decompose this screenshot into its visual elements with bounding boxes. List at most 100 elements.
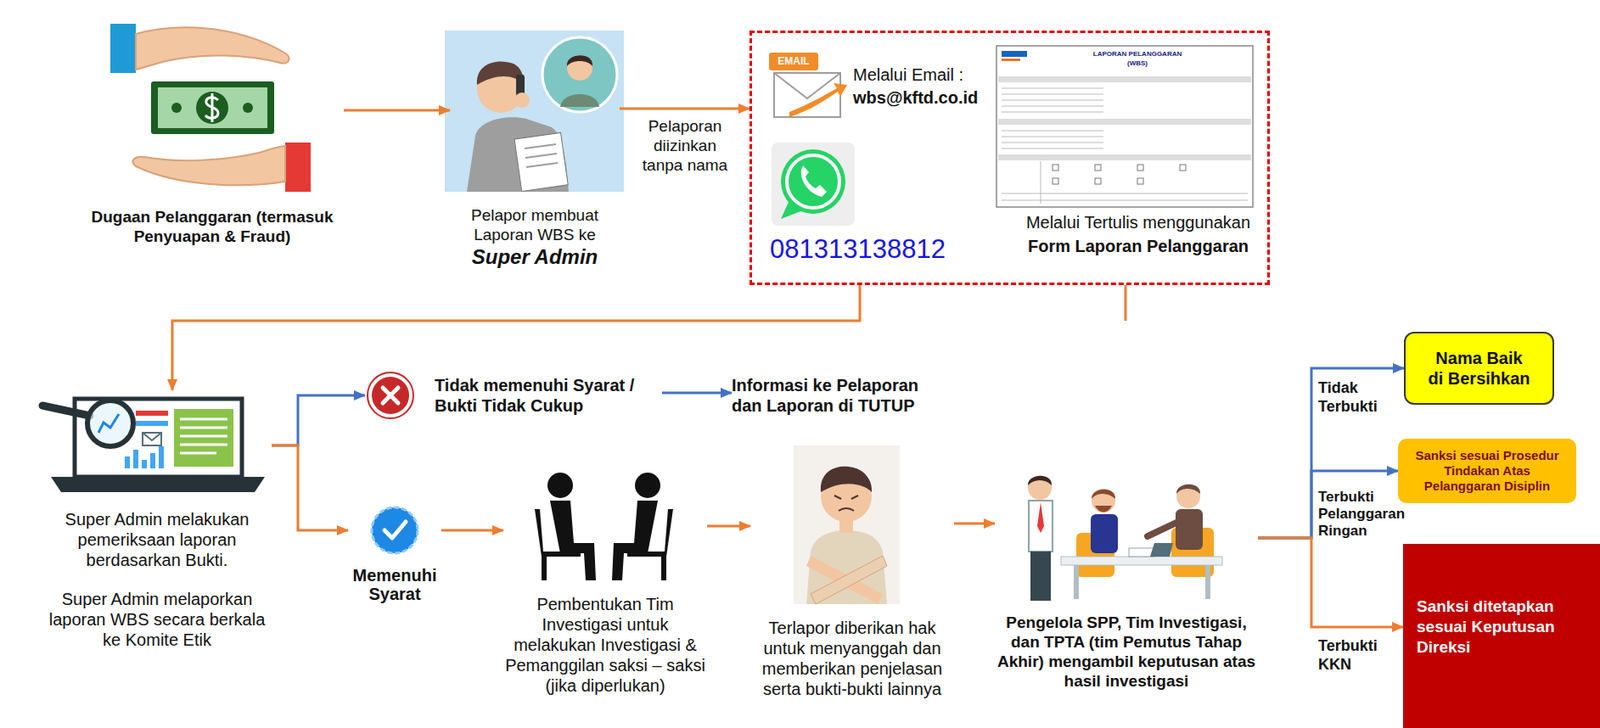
money-hands-icon: [110, 23, 311, 192]
node-text: Super Admin melakukan pemeriksaan lapora…: [42, 509, 272, 571]
connector-arrow: [271, 445, 349, 531]
edge-label: Pelaporan diizinkan tanpa nama: [638, 116, 732, 175]
note-label: EMAIL: [774, 54, 814, 68]
report-form-icon-part: [996, 45, 1253, 208]
report-form-icon-part: [998, 118, 1252, 125]
report-form-icon-part: [998, 76, 1252, 83]
email-icon-part: [769, 52, 819, 71]
reporter-icon-part: [444, 30, 624, 192]
money-hands-icon-part: [196, 91, 229, 124]
investigation-team-icon-part-part: [534, 509, 581, 581]
whatsapp-icon-part: [801, 165, 827, 197]
decision-meeting-icon-part: [1037, 502, 1045, 534]
decision-meeting-icon-part: [1176, 484, 1201, 509]
whatsapp-icon: [771, 142, 855, 226]
step-node: Terlapor diberikan hak untuk menyanggah …: [750, 441, 955, 700]
money-hands-icon-part: [110, 23, 136, 73]
reporter-icon-part: [514, 132, 568, 191]
laptop-magnifier-icon-part: [179, 419, 228, 454]
money-hands-icon-part: [157, 87, 268, 129]
laptop-magnifier-icon-part: [135, 421, 169, 427]
money-hands-icon-part: [205, 93, 219, 123]
node-text: Pelapor membuat Laporan WBS ke: [449, 205, 620, 245]
reject-icon-part: [382, 387, 399, 404]
report-form-icon-part: [1052, 164, 1059, 171]
edge-label: Tidak Terbukti: [1318, 378, 1397, 416]
accept-icon-part: [384, 522, 406, 539]
outcome-box: Sanksi ditetapkan sesuai Keputusan Direk…: [1403, 544, 1600, 728]
laptop-magnifier-icon-part: [174, 409, 234, 467]
decision-meeting-icon-part: [1073, 565, 1079, 600]
step-node: Pelapor membuat Laporan WBS keSuper Admi…: [449, 25, 620, 270]
node-text: Sanksi sesuai Prosedur Tindakan Atas Pel…: [1406, 448, 1568, 495]
decision-meeting-icon-part: [1094, 505, 1112, 513]
reject-icon-part: [371, 376, 410, 415]
report-form-icon-part: [1001, 88, 1104, 113]
connector-arrow: [954, 522, 995, 526]
step-node: Pengelola SPP, Tim Investigasi, dan TPTA…: [994, 466, 1258, 691]
channel-box: Melalui Email :wbs@kftd.co.id08131313881…: [749, 30, 1270, 286]
step-node: Pembentukan Tim Investigasi untuk melaku…: [503, 466, 708, 697]
investigation-team-icon-part-part: [611, 500, 658, 581]
money-hands-icon-part: [151, 81, 275, 135]
note-label: (WBS): [1071, 59, 1204, 68]
money-hands-icon-part: [132, 145, 286, 186]
report-form-icon-part: [1052, 178, 1059, 185]
reject-icon-part: [367, 372, 414, 419]
report-form-icon-part: [1094, 164, 1101, 171]
reject-icon: [367, 372, 414, 419]
edge-label: Terbukti KKN: [1318, 636, 1397, 674]
decision-meeting-icon-part: [1205, 565, 1211, 600]
laptop-magnifier-icon-part: [50, 477, 265, 493]
step-node: Dugaan Pelanggaran (termasuk Penyuapan &…: [80, 16, 344, 247]
report-form-icon-part: [1137, 164, 1144, 171]
decision-meeting-icon-part: [1061, 556, 1223, 566]
whatsapp-icon-part: [771, 142, 855, 226]
connector-arrow: [172, 285, 1126, 391]
laptop-magnifier-icon: [42, 398, 265, 493]
node-text: Super Admin melaporkan laporan WBS secar…: [42, 589, 272, 651]
decision-meeting-icon-part: [1028, 500, 1053, 552]
connector-arrow: [662, 392, 732, 395]
investigation-team-icon-part-part: [550, 500, 596, 581]
reporter-icon-part: [567, 55, 593, 81]
investigation-team-icon-part-part: [627, 509, 674, 581]
node-text: Terlapor diberikan hak untuk menyanggah …: [750, 617, 955, 700]
step-node: Super Admin melakukan pemeriksaan lapora…: [42, 390, 272, 651]
node-text: wbs@kftd.co.id: [853, 87, 978, 108]
outcome-box: Sanksi sesuai Prosedur Tindakan Atas Pel…: [1397, 438, 1577, 504]
email-icon-part: [789, 83, 848, 118]
investigation-team-icon-part-part: [547, 472, 573, 499]
laptop-magnifier-icon-part: [98, 414, 119, 433]
whatsapp-icon-part: [780, 149, 846, 214]
outcome-box: Nama Baik di Bersihkan: [1403, 331, 1555, 405]
laptop-magnifier-icon-part: [135, 410, 169, 416]
node-text: Form Laporan Pelanggaran: [1010, 235, 1266, 257]
connector-arrow: [1257, 538, 1404, 628]
step-node: Informasi ke Pelaporan dan Laporan di TU…: [731, 371, 944, 420]
accused-person-icon: [793, 445, 900, 605]
money-hands-icon-part: [135, 27, 289, 70]
decision-meeting-icon-part: [1091, 489, 1116, 500]
accept-icon-part: [371, 507, 418, 554]
money-hands-icon-part: [285, 142, 311, 192]
report-form-icon-part: [1001, 161, 1248, 204]
note-label: LAPORAN PELANGGARAN: [1071, 50, 1204, 59]
step-node: Tidak memenuhi Syarat / Bukti Tidak Cuku…: [364, 370, 663, 422]
laptop-magnifier-icon-part: [42, 405, 90, 416]
connector-arrow: [441, 529, 504, 533]
reporter-icon-part: [524, 144, 558, 168]
reporter-icon-part: [514, 92, 530, 108]
reporter-icon-part: [567, 55, 593, 67]
report-form-icon-part: [1094, 178, 1101, 185]
decision-meeting-icon-part: [1150, 543, 1174, 557]
laptop-magnifier-icon-part: [74, 398, 242, 478]
node-text: Sanksi ditetapkan sesuai Keputusan Direk…: [1416, 596, 1589, 658]
decision-meeting-icon-part: [1176, 484, 1201, 495]
money-hands-icon-part: [242, 102, 253, 113]
report-form-icon-part: [1001, 50, 1028, 57]
investigation-team-icon-part-part: [634, 472, 661, 499]
accused-person-icon-part: [793, 445, 900, 605]
reporter-icon: [444, 30, 624, 192]
laptop-magnifier-icon-part: [127, 446, 162, 469]
